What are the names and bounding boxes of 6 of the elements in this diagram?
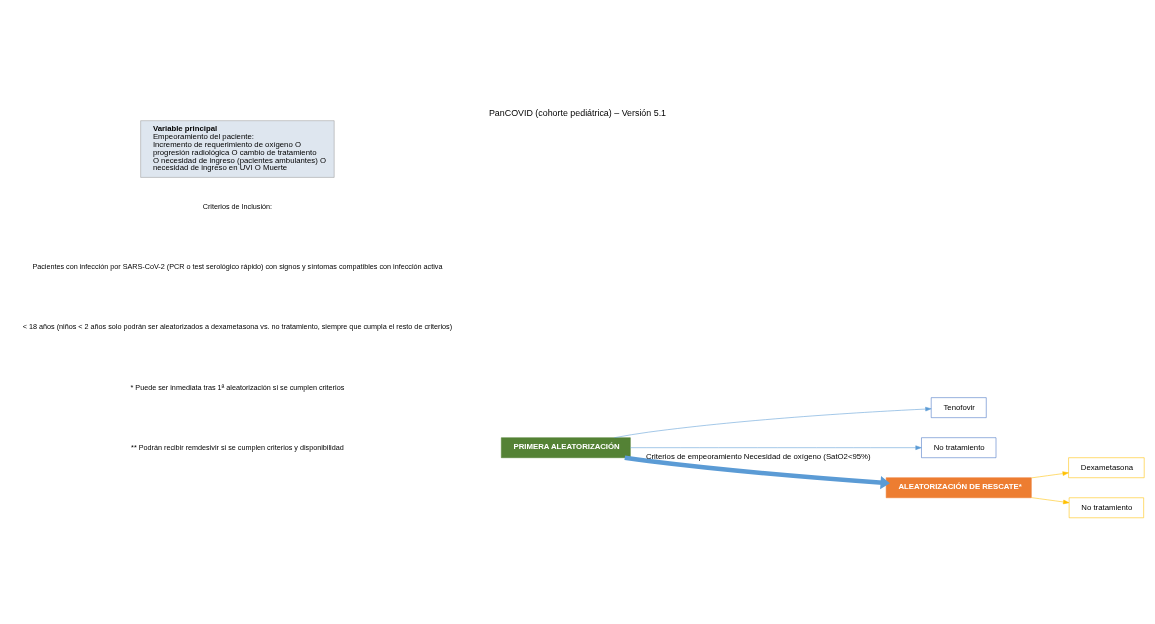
arrow [1031, 471, 1069, 479]
arrow [624, 455, 890, 490]
arrow [630, 445, 922, 450]
diagram-title: PanCOVID (cohorte pediátrica) – Versión 5.1 [488, 107, 667, 118]
arrow [614, 406, 932, 438]
arrow [1031, 497, 1070, 505]
